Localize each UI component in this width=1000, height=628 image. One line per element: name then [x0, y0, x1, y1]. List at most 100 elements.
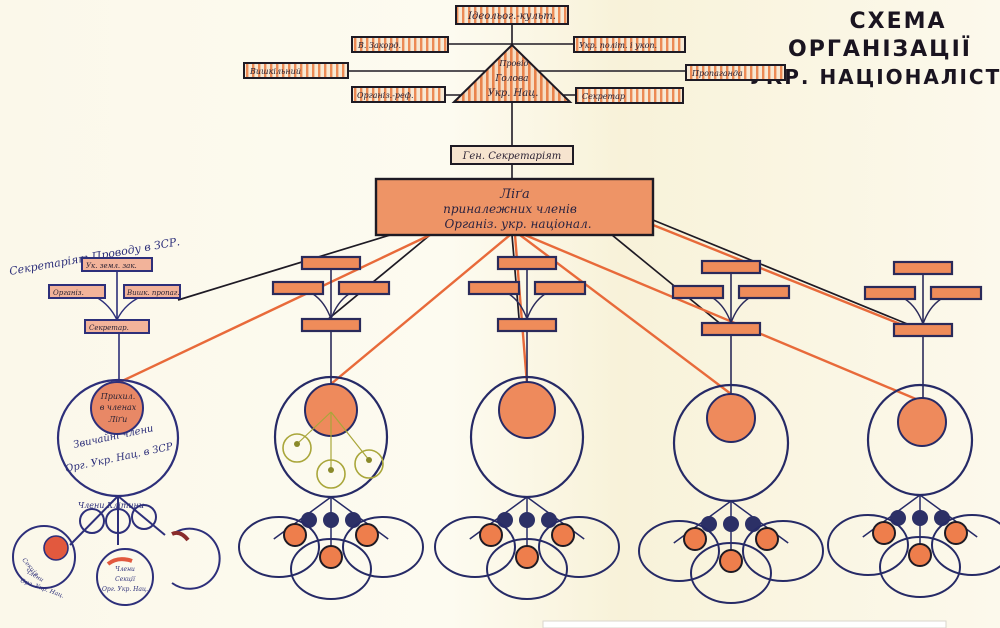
svg-text:Секції: Секції	[115, 576, 136, 583]
orange-connector-1	[117, 233, 431, 385]
branch-box-top	[700, 259, 762, 275]
sub-core-1	[479, 523, 503, 547]
branch-box-right	[929, 285, 983, 301]
member-node-1	[497, 512, 513, 528]
title-line-3: УКР. НАЦІОНАЛІСТІВ.	[748, 65, 1000, 89]
box-right-1: Укр. політ. і укоп.	[573, 36, 686, 53]
sub-core-3	[551, 523, 575, 547]
branch-3	[638, 259, 824, 604]
sub-core-3	[755, 527, 779, 551]
sub-circle-1	[638, 520, 720, 582]
svg-text:Організ.-реф.: Організ.-реф.	[357, 91, 414, 100]
sub-core-1	[872, 521, 896, 545]
svg-text:Організ. укр. націонал.: Організ. укр. націонал.	[444, 217, 591, 231]
title-line-1: СХЕМА	[849, 9, 946, 34]
sub-circle-1	[827, 514, 909, 576]
sub-circle-1	[238, 516, 320, 578]
branches	[238, 255, 1000, 604]
svg-text:Ідеольог.-культ.: Ідеольог.-культ.	[467, 11, 556, 22]
leadership-block: Ідеольог.-культ. В. Закорд. Вишкільний О…	[243, 5, 786, 179]
box-right-2: Пропаганда	[685, 64, 786, 81]
svg-text:Голова: Голова	[494, 74, 528, 84]
branch-box-bottom	[700, 321, 762, 337]
regional-box-left: Організ.	[48, 284, 106, 299]
svg-text:Пропаганда: Пропаганда	[691, 69, 743, 78]
sub-circle-1	[434, 516, 516, 578]
regional-sub-circle-1: Секція Члени Орг. Укр. Нац.	[12, 525, 76, 600]
branch-box-top	[892, 260, 954, 276]
svg-text:Ліґа: Ліґа	[499, 187, 530, 202]
orange-connector-6	[652, 223, 926, 336]
branch-box-left	[467, 280, 521, 296]
svg-text:Ук. земл. зак.: Ук. земл. зак.	[86, 262, 137, 270]
top-box-ideological: Ідеольог.-культ.	[455, 5, 569, 25]
cells-label: Члени Клітини	[78, 501, 144, 510]
regional-secretariat: Секретаріят Проводу в ЗСР. Ук. земл. зак…	[8, 235, 221, 606]
branch-2	[434, 255, 620, 600]
sub-core-2	[319, 545, 343, 569]
member-node-1	[890, 510, 906, 526]
svg-text:Укр. Нац.: Укр. Нац.	[488, 88, 539, 99]
black-connector-5	[652, 219, 923, 331]
sub-circle-3	[931, 514, 1000, 576]
olive-cell-circle-2	[316, 459, 346, 489]
svg-text:Орг. Укр. Нац.: Орг. Укр. Нац.	[102, 586, 148, 593]
sub-circle-3	[742, 520, 824, 582]
paper-edge-strip	[542, 620, 947, 628]
svg-text:Провід: Провід	[498, 59, 528, 68]
regional-sub-circle-2: Члени Секції Орг. Укр. Нац.	[96, 548, 154, 606]
regional-cells	[69, 495, 166, 546]
regional-box-top: Ук. земл. зак.	[81, 257, 153, 272]
leadership-triangle: Провід Голова Укр. Нац.	[451, 43, 573, 103]
black-connector-4	[611, 234, 729, 331]
black-connector-1	[177, 234, 391, 301]
olive-cell-dot	[366, 457, 372, 463]
regional-inner-circle: Прихил. в членах Ліґи	[90, 381, 144, 435]
sub-circle-3	[342, 516, 424, 578]
member-node-3	[934, 510, 950, 526]
sub-circle-3	[538, 516, 620, 578]
olive-cell-dot	[328, 467, 334, 473]
branch-box-top	[496, 255, 558, 271]
orange-connector-2	[330, 234, 511, 385]
svg-text:Вишк. пропаг.: Вишк. пропаг.	[126, 289, 180, 297]
member-node-2	[912, 510, 928, 526]
sub-circle-2	[486, 538, 568, 600]
branch-box-bottom	[892, 322, 954, 338]
branch-box-right	[533, 280, 587, 296]
orange-connector-5	[524, 233, 924, 404]
branch-box-left	[863, 285, 917, 301]
svg-text:Члени: Члени	[115, 566, 135, 573]
diagram-title: СХЕМА ОРГАНІЗАЦІЇ УКР. НАЦІОНАЛІСТІВ.	[748, 9, 1000, 89]
branch-4	[827, 260, 1000, 598]
sub-core-1	[283, 523, 307, 547]
regional-sub-circle-3	[171, 527, 221, 590]
member-node-2	[323, 512, 339, 528]
sub-circle-2	[879, 536, 961, 598]
member-node-3	[541, 512, 557, 528]
svg-text:Організ.: Організ.	[53, 289, 84, 297]
branch-box-top	[300, 255, 362, 271]
branch-fork	[904, 298, 942, 325]
branch-1	[238, 255, 424, 600]
svg-text:Вишкільний: Вишкільний	[249, 67, 301, 76]
olive-cell-circle-1	[282, 433, 312, 463]
svg-text:в членах: в членах	[100, 403, 137, 412]
box-left-2: Вишкільний	[243, 62, 349, 79]
sub-core-2	[719, 549, 743, 573]
branch-box-left	[671, 284, 725, 300]
title-line-2: ОРГАНІЗАЦІЇ	[788, 36, 972, 62]
branch-inner-circle	[706, 393, 756, 443]
league-box: Ліґа приналежних членів Організ. укр. на…	[374, 177, 655, 237]
sub-core-3	[944, 521, 968, 545]
box-left-3: Організ.-реф.	[351, 86, 446, 103]
svg-text:Секретар: Секретар	[582, 92, 625, 101]
member-node-2	[723, 516, 739, 532]
olive-cell-dot	[294, 441, 300, 447]
regional-box-bottom: Секретар.	[84, 319, 150, 334]
sub-core-3	[355, 523, 379, 547]
olive-cell-circle-3	[354, 449, 384, 479]
svg-text:Прихил.: Прихил.	[100, 392, 136, 401]
member-node-1	[701, 516, 717, 532]
general-secretariat-box: Ген. Секретаріят	[450, 145, 574, 165]
